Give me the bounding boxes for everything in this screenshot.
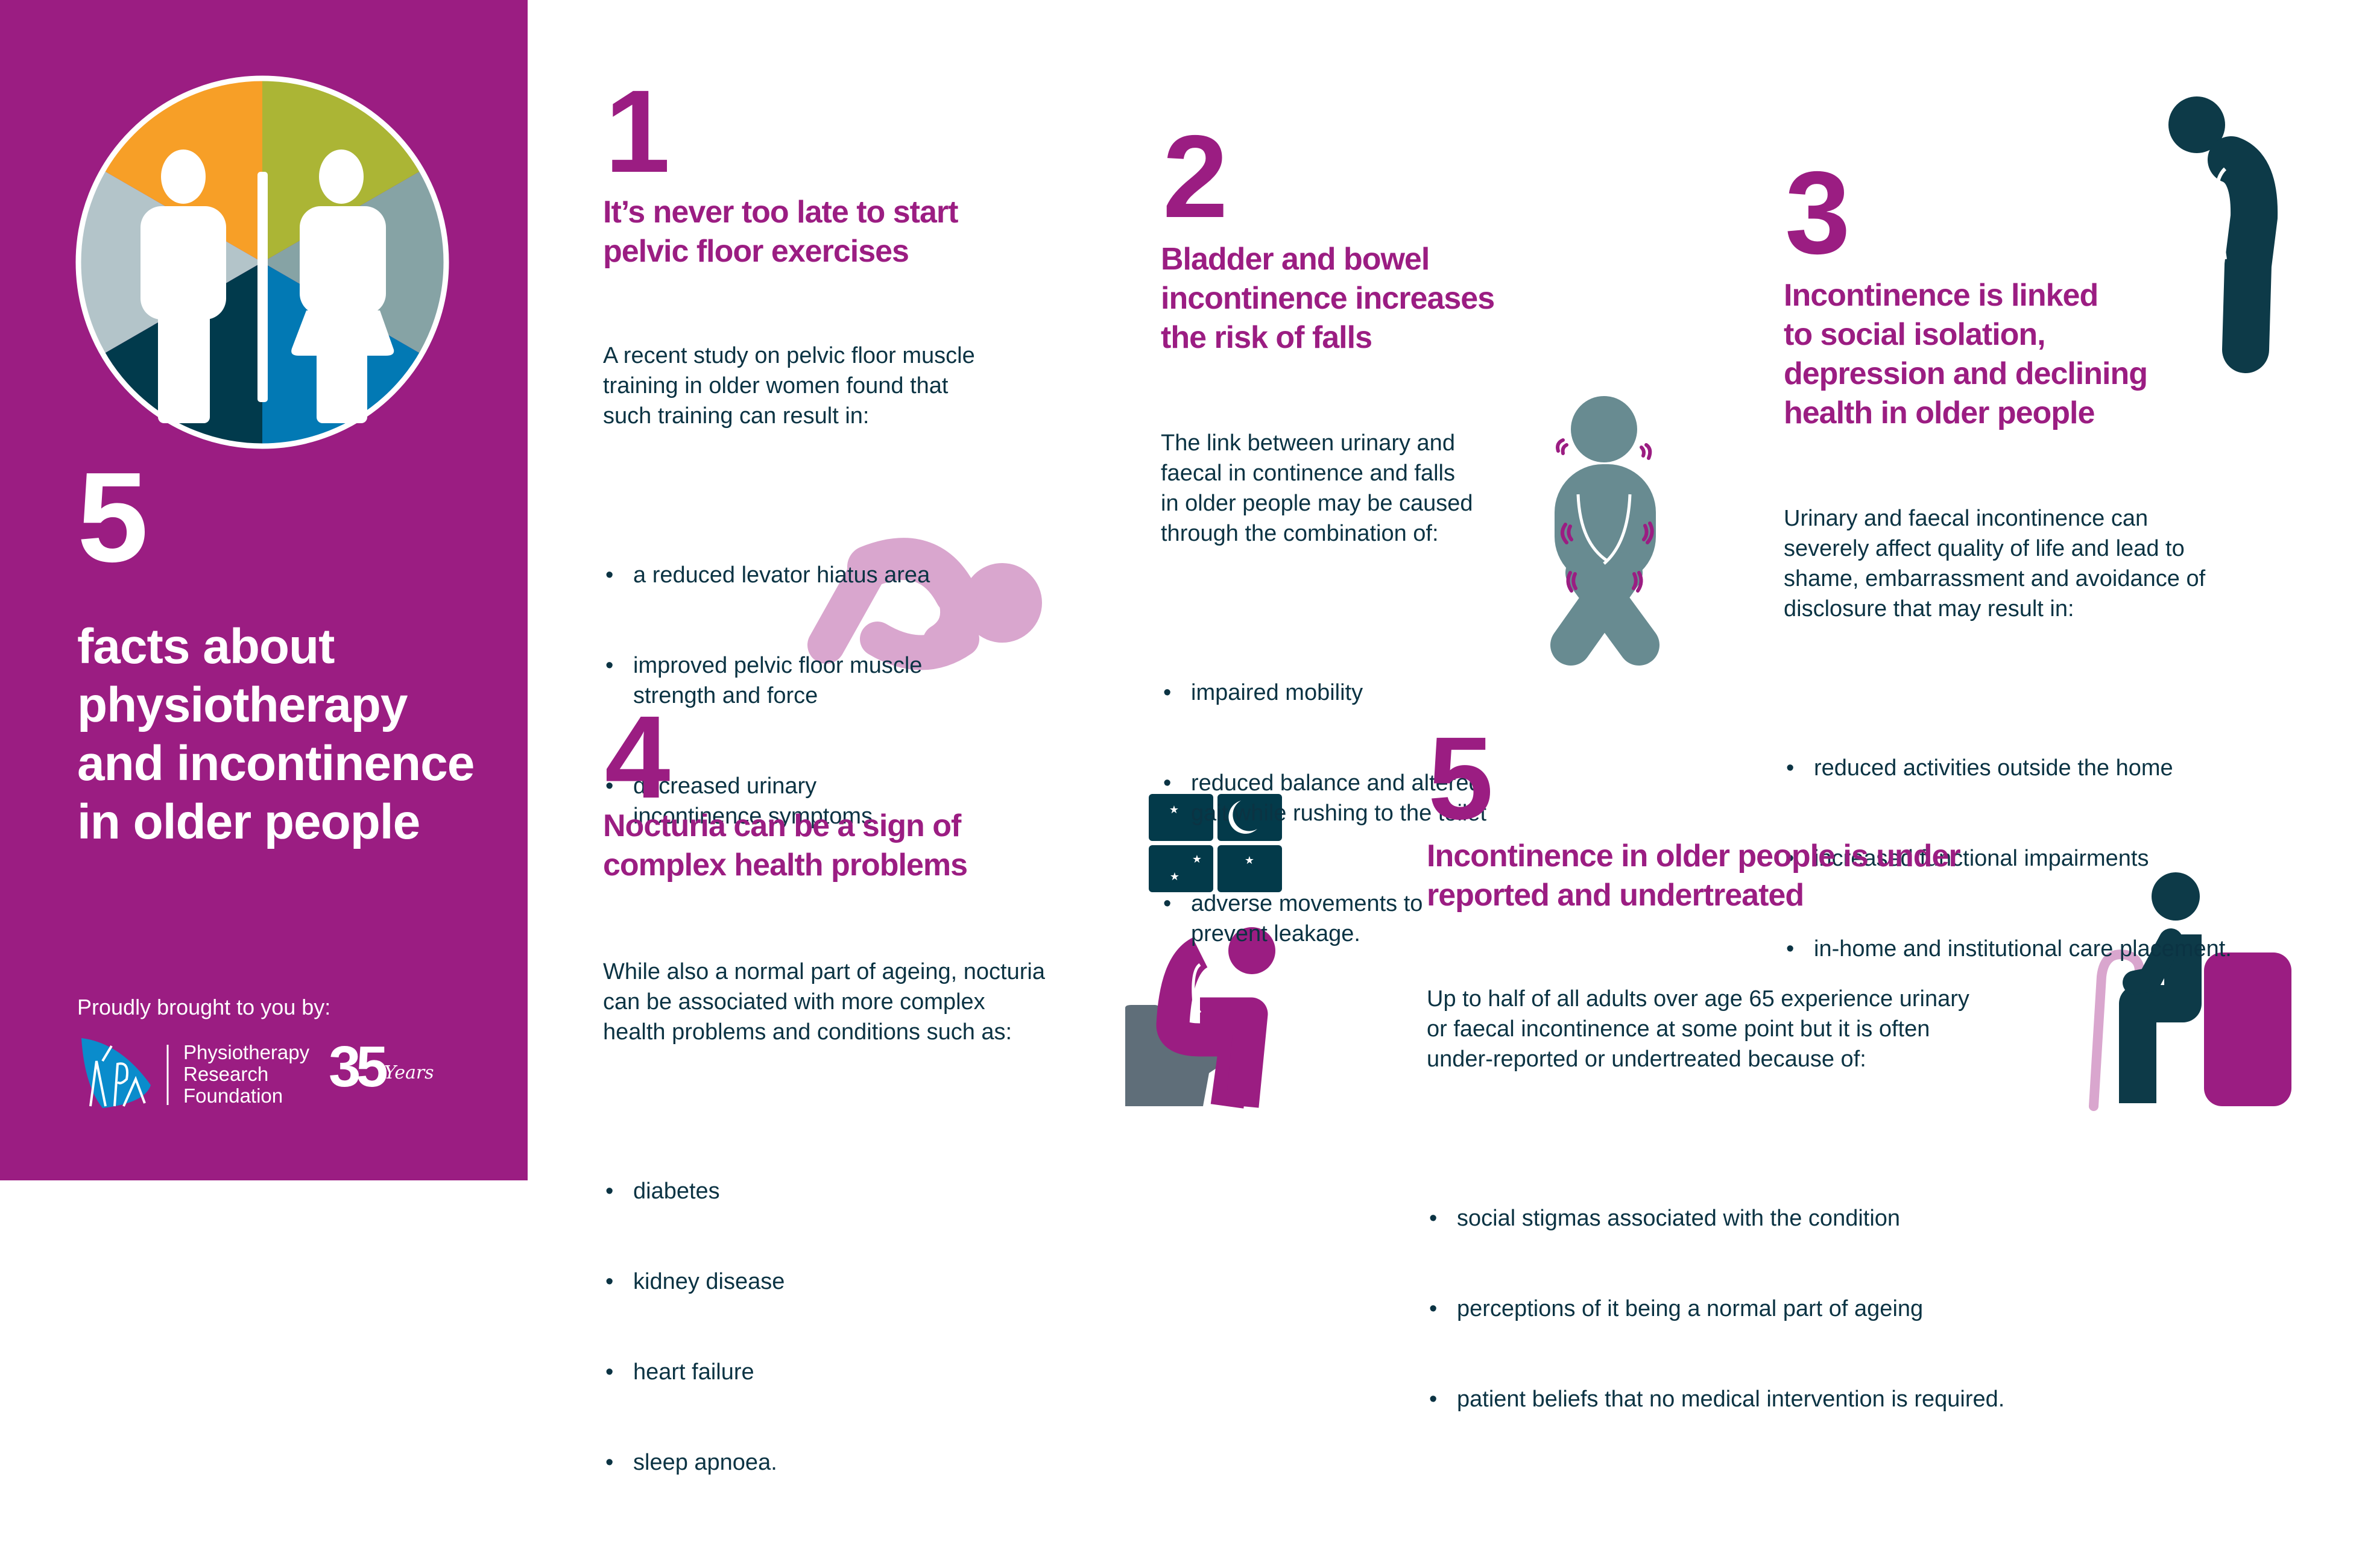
list-item: impaired mobility [1161,678,1486,708]
fact-2-number: 2 [1163,111,1228,242]
list-item: social stigmas associated with the condi… [1427,1203,2004,1233]
fact-3-heading: Incontinence is linked to social isolati… [1784,278,2148,430]
fact-4-text: While also a normal part of ageing, noct… [603,896,1045,1568]
anniversary-number: 35 [329,1034,388,1099]
list-item: adverse movements to prevent leakage. [1161,889,1486,949]
isolated-figure-icon [2168,96,2278,373]
list-item: a reduced levator hiatus area [603,560,975,590]
list-item: sleep apnoea. [603,1447,1045,1478]
fact-2-heading: Bladder and bowel incontinence increases… [1161,242,1495,355]
sidebar-big-number: 5 [77,446,148,588]
svg-text:★: ★ [1245,854,1254,867]
fact-1-body: A recent study on pelvic floor muscle tr… [603,343,975,429]
list-item: diabetes [603,1176,1045,1206]
fact-3-text: Urinary and faecal incontinence can seve… [1784,443,2232,1054]
illustrations: ★★ ★★ [75,75,2291,1111]
fact-2-bullets: impaired mobility reduced balance and al… [1161,617,1486,1009]
list-item: kidney disease [603,1267,1045,1297]
fact-1-bullets: a reduced levator hiatus area improved p… [603,500,975,892]
list-item: improved pelvic floor muscle strength an… [603,650,975,711]
svg-text:★: ★ [1192,853,1202,866]
fact-3-number: 3 [1785,147,1851,279]
gender-pie-emblem-icon [75,75,449,449]
apa-logo [81,1038,151,1108]
fact-5-body: Up to half of all adults over age 65 exp… [1427,986,1969,1072]
fact-5-heading: Incontinence in older people is under re… [1427,839,1961,913]
fact-4-bullets: diabetes kidney disease heart failure sl… [603,1116,1045,1538]
list-item: increased functional impairments [1784,843,2232,874]
armchair-icon [2204,952,2291,1106]
list-item: reduced activities outside the home [1784,753,2232,783]
fact-2-body: The link between urinary and faecal in c… [1161,430,1473,546]
divider-bar [257,172,268,402]
fact-5-bullets: social stigmas associated with the condi… [1427,1143,2004,1475]
sidebar-title: facts about physiotherapy and incontinen… [77,619,475,849]
credit-label: Proudly brought to you by: [77,995,331,1019]
fact-1-heading: It’s never too late to start pelvic floo… [603,195,958,269]
list-item: in-home and institutional care placement… [1784,934,2232,964]
list-item: decreased urinary incontinence symptoms. [603,771,975,831]
fact-1-number: 1 [605,66,671,197]
list-item: perceptions of it being a normal part of… [1427,1294,2004,1324]
fact-4-heading: Nocturia can be a sign of complex health… [603,808,968,883]
female-figure-icon [291,150,394,423]
list-item: heart failure [603,1357,1045,1387]
fact-3-bullets: reduced activities outside the home incr… [1784,693,2232,1024]
fact-4-number: 4 [605,691,671,823]
fact-2-text: The link between urinary and faecal in c… [1161,368,1486,1039]
seated-older-person-icon [2089,872,2291,1111]
list-item: reduced balance and altered gait while r… [1161,768,1486,828]
fact-3-body: Urinary and faecal incontinence can seve… [1784,506,2206,622]
anniversary-word: Years [384,1062,434,1083]
anniversary-badge: 35 Years [329,1038,434,1096]
fact-1-text: A recent study on pelvic floor muscle tr… [603,280,975,922]
partner-name: Physiotherapy Research Foundation [183,1041,310,1107]
nocturia-toilet-figure-icon [1125,927,1275,1109]
fact-5-number: 5 [1428,713,1494,844]
urgency-figure-icon [1550,396,1659,666]
list-item: patient beliefs that no medical interven… [1427,1384,2004,1414]
fact-5-text: Up to half of all adults over age 65 exp… [1427,924,2004,1505]
male-figure-icon [141,150,226,423]
fact-4-body: While also a normal part of ageing, noct… [603,959,1045,1045]
svg-text:★: ★ [1170,871,1179,883]
